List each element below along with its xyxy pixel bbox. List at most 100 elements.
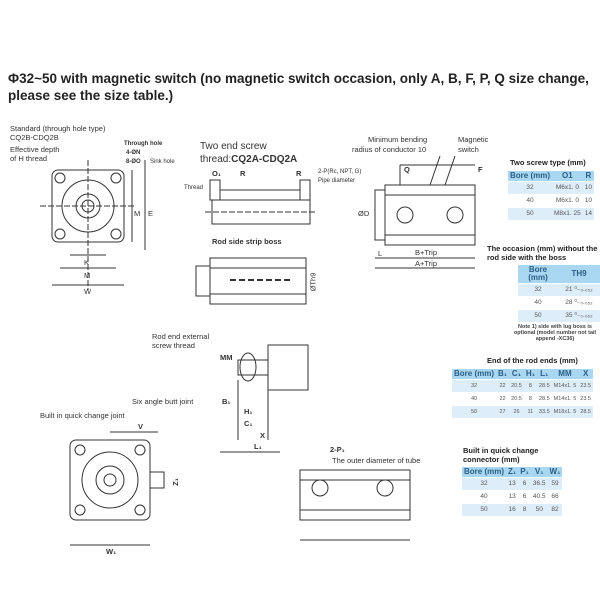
quick-change-caption: Built in quick change connector (mm) [463, 446, 539, 464]
side-view-magnetic-switch [374, 155, 476, 269]
table-cell: 6 [518, 490, 531, 504]
table-cell: 10 [582, 181, 594, 195]
table-cell: 32 [508, 181, 553, 195]
dim-m2: M [134, 209, 141, 218]
dim-l1: L₁ [254, 442, 262, 451]
dim-mm: MM [220, 353, 233, 362]
through-hole-label: Through hole [124, 141, 163, 147]
table-header-cell: P₁ [518, 467, 531, 478]
table-header-cell: W₁ [547, 467, 563, 478]
table-header-cell: B₁ [496, 369, 510, 380]
dim-q: Q [404, 165, 410, 174]
sink-hole-label: Sink hole [150, 159, 175, 165]
side-view-two-end-screw [195, 179, 315, 305]
table-cell: 32 [452, 379, 497, 393]
dim-v: V [138, 422, 144, 431]
table-cell: 50 [452, 405, 497, 418]
table-cell: 22 [496, 379, 510, 393]
screw-thread-label: screw thread [152, 341, 195, 350]
dim-w1: W₁ [106, 547, 117, 556]
built-in-joint-label: Built in quick change joint [40, 411, 125, 420]
table-cell: 82 [547, 503, 563, 516]
table-cell: 32 [518, 283, 558, 297]
table-cell: 40 [518, 296, 558, 310]
min-bending-label: Minimum bending [368, 135, 428, 144]
table-cell: 50 [508, 207, 553, 220]
front-view-quick-change [69, 431, 165, 546]
table-cell: 21 ⁰₋₀.₀₅₂ [558, 283, 600, 297]
table-header-cell: Z₁ [506, 467, 519, 478]
table-header-cell: V₁ [530, 467, 548, 478]
table-cell: M14x1. 5 [551, 392, 579, 406]
header-bore: Bore (mm) [508, 171, 553, 182]
no-rod-boss-caption: The occasion (mm) without the rod side w… [487, 244, 598, 262]
table-cell: M6x1. 0 [552, 194, 583, 208]
rod-end-caption: End of the rod ends (mm) [487, 356, 578, 365]
table-cell: 8 [518, 503, 531, 516]
dim-w: W [84, 287, 92, 296]
pipe-p-label: 2-P(Rc, NPT, G) [318, 169, 362, 175]
table-cell: 20.5 [509, 392, 524, 406]
table-cell: 50 [518, 309, 558, 322]
p1-label: 2-P₁ [330, 445, 345, 454]
two-end-screw-label: Two end screw [200, 141, 267, 152]
table-cell: 26 [509, 405, 524, 418]
table-cell: 32 [462, 477, 507, 491]
dim-x: X [260, 431, 266, 440]
through-hole-n: 4-ØN [126, 150, 141, 156]
header-r: R [582, 171, 594, 182]
table-cell: 13 [506, 490, 519, 504]
dim-r2: R [296, 169, 302, 178]
table-cell: 33.5 [536, 405, 552, 418]
table-cell: 22 [496, 392, 510, 406]
table-cell: 27 [496, 405, 510, 418]
table-cell: 28.5 [536, 392, 552, 406]
table-cell: 16 [506, 503, 519, 516]
table-cell: 8 [523, 392, 537, 406]
dim-h1: H₁ [244, 407, 253, 416]
table-header-cell: MM [551, 369, 579, 380]
two-screw-caption: Two screw type (mm) [510, 158, 586, 167]
table-cell: 59 [547, 477, 563, 491]
table-header-cell: C₁ [509, 369, 524, 380]
pipe-diameter-label: Pipe diameter [318, 178, 356, 184]
dim-a-trip: A+Trip [415, 259, 438, 268]
table-header-cell: H₁ [523, 369, 537, 380]
effective-depth-label: Effective depth [10, 145, 60, 154]
table-cell: 28 ⁰₋₀.₀₅₂ [558, 296, 600, 310]
thread-model: CQ2A-CDQ2A [231, 154, 298, 165]
table-cell: 40 [462, 490, 507, 504]
dim-o1: O₁ [212, 169, 221, 178]
table-cell: 40.5 [530, 490, 548, 504]
lug-boss-note: Note 1) side with lug boss is optional (… [513, 324, 597, 342]
table-cell: 11 [523, 405, 537, 418]
switch-label: switch [458, 145, 479, 154]
table-cell: 50 [530, 503, 548, 516]
front-view-standard [40, 160, 146, 290]
thread-label: Thread [184, 185, 204, 191]
rod-end-view [220, 344, 309, 453]
rod-end-external-label: Rod end external [152, 332, 210, 341]
table-cell: 28.5 [578, 405, 593, 418]
standard-model: CQ2B-CDQ2B [10, 133, 59, 142]
six-angle-label: Six angle butt joint [132, 397, 194, 406]
sink-hole-o: 8-ØO [126, 159, 141, 165]
dim-l: L [378, 249, 383, 258]
table-cell: 40 [508, 194, 553, 208]
table-cell: 50 [462, 503, 507, 516]
header-bore: Bore (mm) [518, 265, 558, 284]
radius-conductor-label: radius of conductor 10 [352, 145, 427, 154]
table-header-cell: Bore (mm) [462, 467, 507, 478]
table-cell: M14x1. 5 [551, 379, 579, 393]
th9-label: ØTh9 [308, 272, 318, 292]
